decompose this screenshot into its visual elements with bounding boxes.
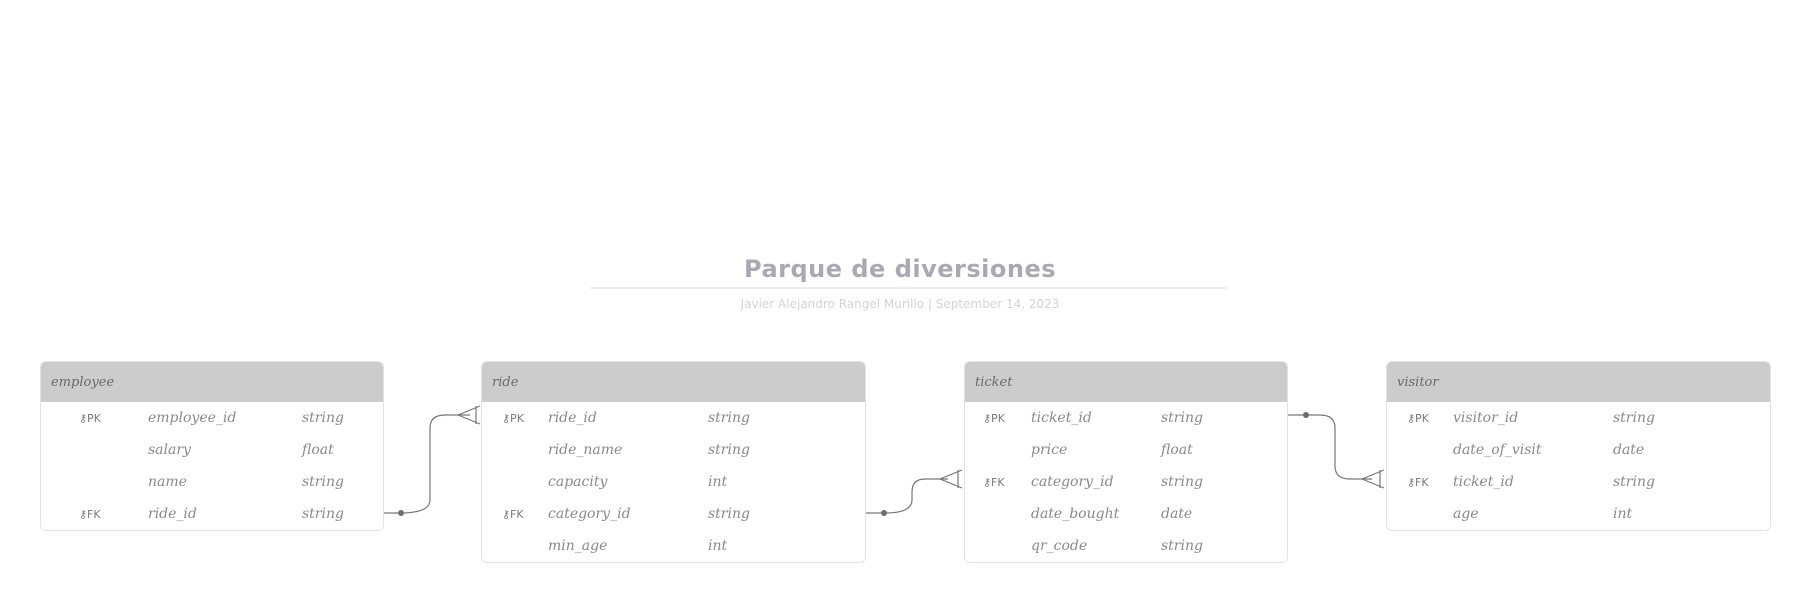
field-name: date_bought (1031, 506, 1120, 522)
table-row: date_bought date (965, 498, 1287, 530)
primary-key-icon: ⚷PK (1407, 412, 1429, 425)
field-type: string (1161, 538, 1203, 554)
field-type: string (1161, 410, 1203, 426)
table-row: ⚷PK visitor_id string (1387, 402, 1770, 434)
table-header-employee: employee (41, 362, 383, 402)
field-type: string (708, 506, 750, 522)
table-header-visitor: visitor (1387, 362, 1770, 402)
field-type: int (1613, 506, 1633, 522)
field-name: ticket_id (1453, 474, 1514, 490)
table-row: ⚷FK category_id string (482, 498, 865, 530)
diagram-title: Parque de diversiones (744, 255, 1056, 283)
foreign-key-icon: ⚷FK (502, 508, 524, 521)
foreign-key-icon: ⚷FK (983, 476, 1005, 489)
field-type: string (708, 442, 750, 458)
table-row: name string (41, 466, 383, 498)
field-name: employee_id (148, 410, 237, 426)
relationship-employee-ride (381, 414, 470, 514)
field-type: float (1161, 442, 1193, 458)
field-name: name (148, 474, 187, 490)
primary-key-icon: ⚷PK (79, 412, 101, 425)
field-type: int (708, 474, 728, 490)
field-type: string (302, 474, 344, 490)
table-row: price float (965, 434, 1287, 466)
table-row: ride_name string (482, 434, 865, 466)
field-type: date (1613, 442, 1645, 458)
table-row: ⚷FK category_id string (965, 466, 1287, 498)
field-name: age (1453, 506, 1479, 522)
field-name: salary (148, 442, 191, 458)
field-name: capacity (548, 474, 608, 490)
title-divider (590, 287, 1227, 289)
field-type: date (1161, 506, 1193, 522)
field-type: string (302, 506, 344, 522)
field-name: ticket_id (1031, 410, 1092, 426)
table-row: ⚷PK employee_id string (41, 402, 383, 434)
table-header-ride: ride (482, 362, 865, 402)
relationship-ticket-visitor (1285, 414, 1372, 480)
table-header-ticket: ticket (965, 362, 1287, 402)
table-row: capacity int (482, 466, 865, 498)
field-name: category_id (548, 506, 631, 522)
table-row: ⚷PK ride_id string (482, 402, 865, 434)
primary-key-icon: ⚷PK (502, 412, 524, 425)
table-row: ⚷PK ticket_id string (965, 402, 1287, 434)
field-type: string (302, 410, 344, 426)
table-row: ⚷FK ride_id string (41, 498, 383, 530)
field-name: ride_name (548, 442, 623, 458)
relationship-dot (881, 510, 887, 516)
crows-foot-visitor (1361, 469, 1385, 489)
field-type: string (1161, 474, 1203, 490)
field-name: category_id (1031, 474, 1114, 490)
field-name: visitor_id (1453, 410, 1519, 426)
field-name: ride_id (148, 506, 197, 522)
field-type: string (1613, 410, 1655, 426)
crows-foot-ticket (939, 469, 963, 489)
field-name: ride_id (548, 410, 597, 426)
relationship-dot (398, 510, 404, 516)
field-type: string (708, 410, 750, 426)
relationship-ride-ticket (864, 478, 948, 514)
field-name: date_of_visit (1453, 442, 1542, 458)
field-name: min_age (548, 538, 608, 554)
foreign-key-icon: ⚷FK (1407, 476, 1429, 489)
field-name: price (1031, 442, 1068, 458)
table-row: ⚷FK ticket_id string (1387, 466, 1770, 498)
diagram-subtitle: Javier Alejandro Rangel Murillo | Septem… (740, 297, 1060, 311)
field-name: qr_code (1031, 538, 1088, 554)
table-row: salary float (41, 434, 383, 466)
field-type: float (302, 442, 334, 458)
field-type: int (708, 538, 728, 554)
relationship-dot (1303, 412, 1309, 418)
primary-key-icon: ⚷PK (983, 412, 1005, 425)
table-row: min_age int (482, 530, 865, 562)
crows-foot-ride (457, 405, 481, 425)
foreign-key-icon: ⚷FK (79, 508, 101, 521)
field-type: string (1613, 474, 1655, 490)
table-row: date_of_visit date (1387, 434, 1770, 466)
table-row: qr_code string (965, 530, 1287, 562)
table-row: age int (1387, 498, 1770, 530)
